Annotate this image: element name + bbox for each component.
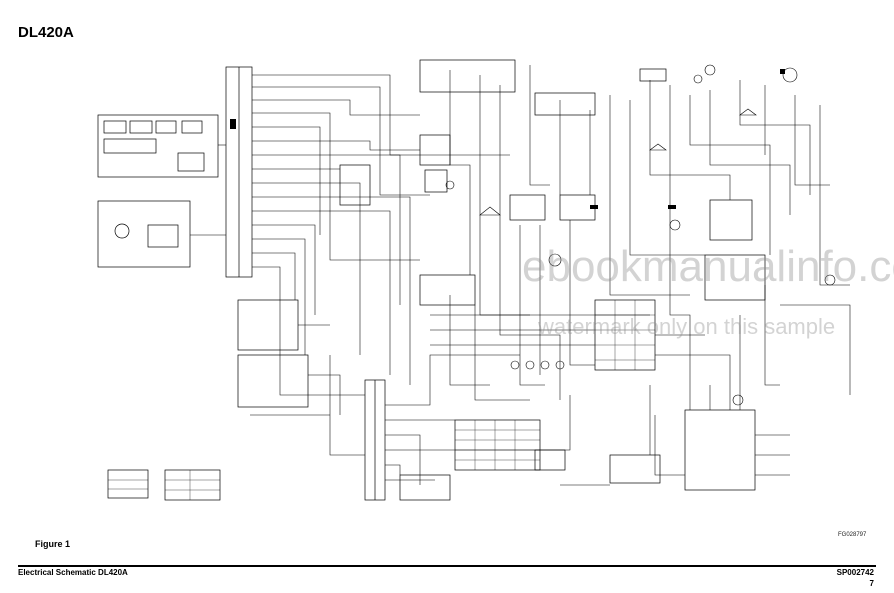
footer-rule <box>18 565 876 567</box>
watermark-text: ebookmanualinfo.com <box>522 242 894 291</box>
figure-id: FG028797 <box>838 532 867 538</box>
figure-caption: Figure 1 <box>35 539 71 549</box>
footer-document-title: Electrical Schematic DL420A <box>18 568 128 577</box>
watermark-subtext: watermark only on this sample <box>538 314 836 339</box>
electrical-schematic-diagram <box>97 59 851 501</box>
page-number: 7 <box>869 579 874 588</box>
page-title: DL420A <box>18 24 74 41</box>
footer-document-code: SP002742 <box>836 568 874 577</box>
